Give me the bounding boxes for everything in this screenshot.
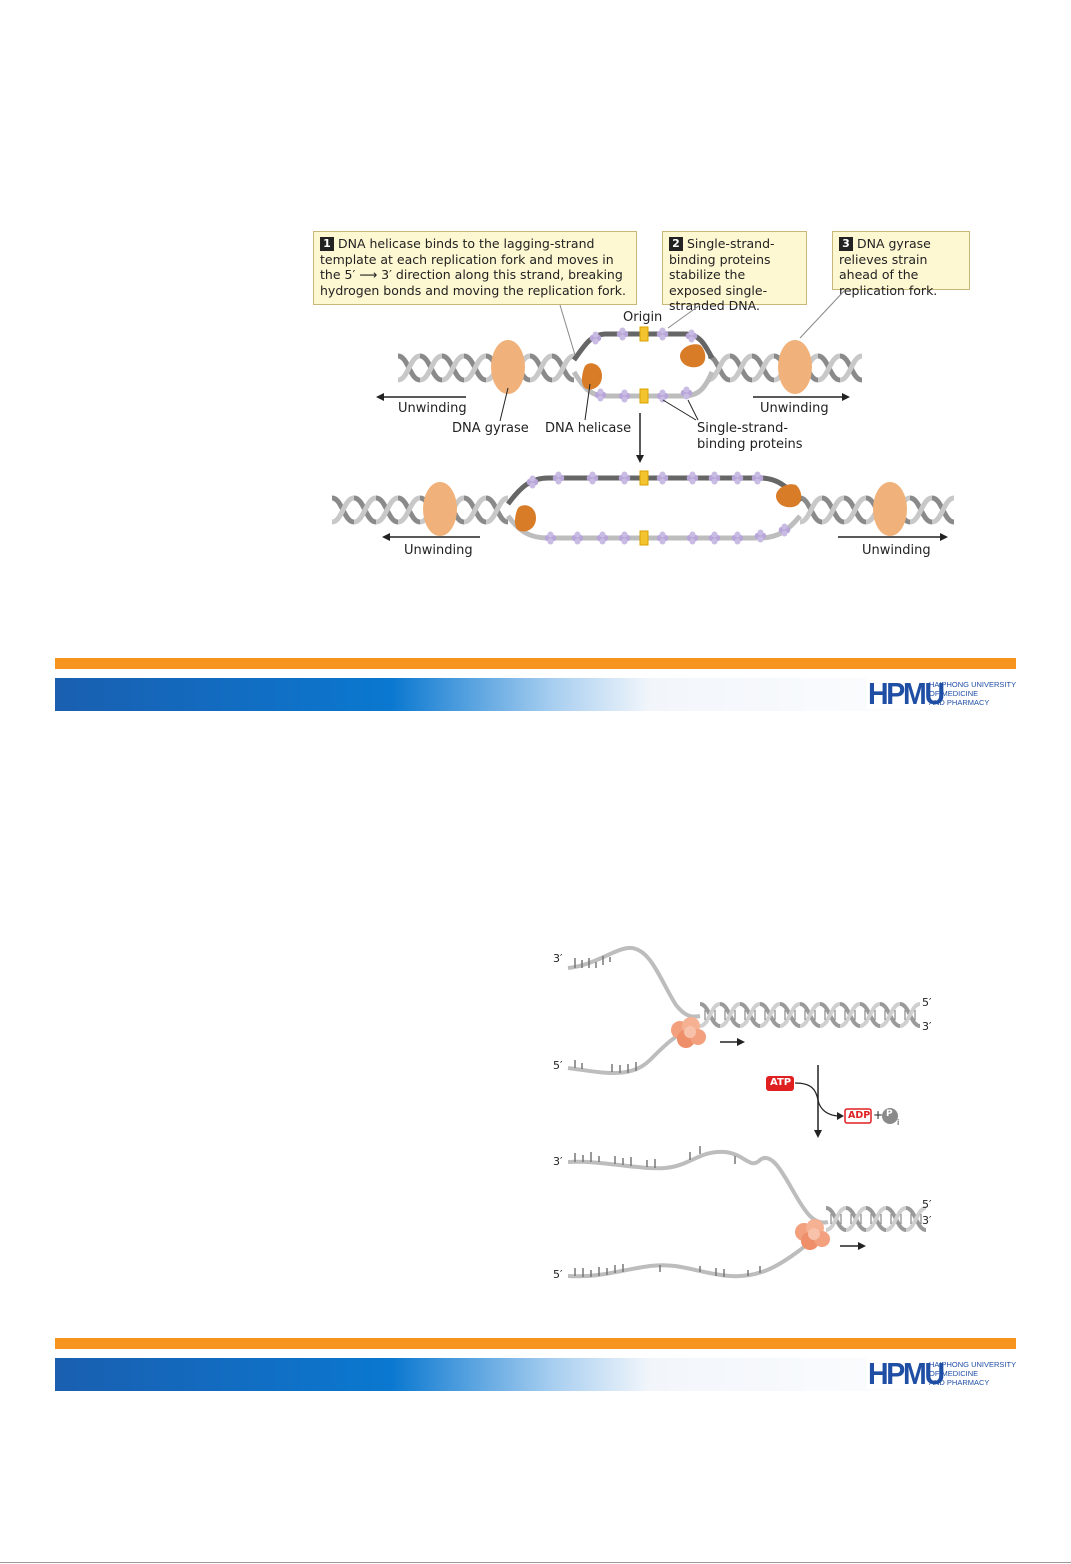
reaction-curve-head (837, 1112, 844, 1120)
bottom-label-3prime-right: 3′ (922, 1214, 932, 1227)
helicase-top (671, 1017, 706, 1048)
origin-marker-bottom (639, 388, 649, 404)
top-label-5prime-left: 5′ (553, 1059, 563, 1072)
dna-helicase-left (581, 363, 602, 390)
dna-gyrase-right-bottom (873, 482, 907, 536)
atp-box (766, 1076, 794, 1091)
leader-line-3 (799, 289, 846, 339)
hpmu-logo-1: HPMU HAIPHONG UNIVERSITY OF MEDICINE AND… (866, 676, 1016, 711)
dna-gyrase-left (491, 340, 525, 394)
page-bottom-divider (0, 1562, 1071, 1563)
leader-line-2 (667, 304, 701, 329)
logo-sub-line1: HAIPHONG UNIVERSITY (929, 680, 1017, 689)
reaction-arrowhead (814, 1130, 822, 1138)
plus-label: + (873, 1108, 884, 1122)
callout-number-1: 1 (320, 237, 334, 251)
logo-sub-text-2: HAIPHONG UNIVERSITY OF MEDICINE AND PHAR… (929, 1360, 1016, 1387)
origin-marker-bottom-bottom (639, 530, 649, 546)
logo-sub-text-1: HAIPHONG UNIVERSITY OF MEDICINE AND PHAR… (929, 680, 1016, 707)
origin-label: Origin (623, 310, 663, 325)
logo-main-text-1: HPMU (868, 676, 945, 711)
hpmu-logo-2: HPMU HAIPHONG UNIVERSITY OF MEDICINE AND… (866, 1356, 1016, 1391)
origin-marker-bottom-top (639, 470, 649, 486)
bottom-upper-single-strand (567, 1149, 829, 1225)
adp-label: ADP (848, 1110, 871, 1121)
reaction-curve (794, 1082, 841, 1117)
footer-blue-band-1 (55, 678, 1016, 711)
ssb-label-line1: Single-strand- (697, 421, 789, 436)
logo-sub-line2-b: OF MEDICINE (929, 1369, 979, 1378)
top-upper-bases (574, 956, 611, 968)
origin-marker-top (639, 326, 649, 342)
dna-helicase-left-bottom (514, 505, 536, 532)
unwinding-label-left-bottom: Unwinding (404, 543, 473, 558)
unwinding-label-left-top: Unwinding (398, 401, 467, 416)
unwinding-label-right-bottom: Unwinding (862, 543, 931, 558)
top-label-5prime-right: 5′ (922, 996, 932, 1009)
callout-text-1: DNA helicase binds to the lagging-strand… (320, 236, 626, 298)
footer-orange-band-2 (55, 1338, 1016, 1349)
atp-label: ATP (770, 1077, 792, 1088)
bottom-lower-bases (574, 1264, 761, 1277)
pointer-ssb-1 (662, 399, 697, 421)
adp-box (844, 1108, 872, 1124)
helicase-bottom-arrowhead (858, 1242, 866, 1250)
callout-text-3: DNA gyrase relieves strain ahead of the … (839, 236, 938, 298)
top-lower-bases (574, 1060, 637, 1073)
helicase-top-arrowhead (737, 1038, 745, 1046)
pi-subscript: i (897, 1118, 900, 1127)
dna-helicase-right-bottom (776, 484, 802, 508)
pi-label: P (886, 1109, 893, 1119)
bottom-double-helix (824, 1206, 928, 1232)
callout-number-2: 2 (669, 237, 683, 251)
arrowhead-left-top (376, 393, 384, 401)
arrowhead-left-bottom (382, 533, 390, 541)
pointer-gyrase (499, 387, 509, 422)
pointer-ssb-2 (687, 399, 699, 421)
footer-blue-band-2 (55, 1358, 1016, 1391)
dna-gyrase-left-bottom (423, 482, 457, 536)
top-label-3prime-right: 3′ (922, 1020, 932, 1033)
top-label-3prime-left: 3′ (553, 952, 563, 965)
logo-sub-line2: OF MEDICINE (929, 689, 979, 698)
unwinding-label-right-top: Unwinding (760, 401, 829, 416)
logo-sub-line1-b: HAIPHONG UNIVERSITY (929, 1360, 1017, 1369)
bottom-label-5prime-left: 5′ (553, 1268, 563, 1281)
logo-sub-line3: AND PHARMACY (929, 698, 990, 707)
pi-circle (882, 1108, 898, 1124)
dna-helicase-label: DNA helicase (545, 421, 632, 436)
arrowhead-right-top (842, 393, 850, 401)
bottom-label-3prime-left: 3′ (553, 1155, 563, 1168)
dna-gyrase-right (778, 340, 812, 394)
callout-text-2: Single-strand-binding proteins stabilize… (669, 236, 775, 313)
progress-arrowhead (636, 455, 644, 463)
leader-line-1 (559, 304, 576, 356)
arrowhead-right-bottom (940, 533, 948, 541)
bottom-upper-bases (574, 1146, 736, 1168)
logo-sub-line3-b: AND PHARMACY (929, 1378, 990, 1387)
bottom-label-5prime-right: 5′ (922, 1198, 932, 1211)
pointer-helicase (584, 383, 591, 421)
replication-fork-diagram (0, 289, 1071, 546)
logo-main-text-2: HPMU (868, 1356, 945, 1391)
dna-gyrase-label: DNA gyrase (452, 421, 529, 436)
callout-number-3: 3 (839, 237, 853, 251)
footer-orange-band-1 (55, 658, 1016, 669)
dna-helicase-right (680, 344, 706, 368)
top-upper-single-strand (567, 945, 701, 1019)
helicase-unwinding-diagram (567, 945, 928, 1279)
bottom-lower-single-strand (567, 1234, 823, 1279)
top-double-helix (698, 1002, 922, 1028)
ssb-label-line2: binding proteins (697, 437, 803, 452)
